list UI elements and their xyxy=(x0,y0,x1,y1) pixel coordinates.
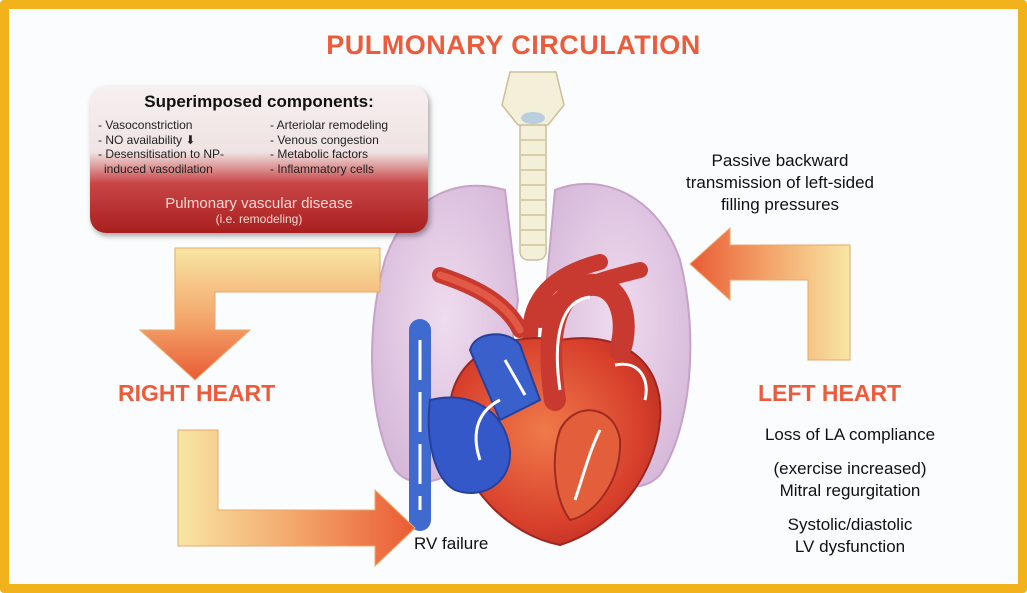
right-heart-label: RIGHT HEART xyxy=(118,380,275,407)
list-item: - Venous congestion xyxy=(270,133,388,148)
arrow-to-right-heart xyxy=(140,248,380,380)
passive-line: transmission of left-sided xyxy=(630,172,930,194)
diagram-title: PULMONARY CIRCULATION xyxy=(0,30,1027,61)
rv-failure-label: RV failure xyxy=(414,533,488,555)
cause-line: (exercise increased) xyxy=(700,458,1000,480)
left-heart-label: LEFT HEART xyxy=(758,380,901,407)
arrow-to-rv-failure xyxy=(178,430,415,566)
cause-line: Loss of LA compliance xyxy=(700,424,1000,446)
list-item: - Inflammatory cells xyxy=(270,162,388,177)
passive-line: filling pressures xyxy=(630,194,930,216)
passive-transmission-text: Passive backward transmission of left-si… xyxy=(630,150,930,216)
disease-label: Pulmonary vascular disease xyxy=(90,196,428,211)
superimposed-components-box: Superimposed components: - Vasoconstrict… xyxy=(90,86,428,233)
list-item: - Vasoconstriction xyxy=(98,118,224,133)
disease-sublabel: (i.e. remodeling) xyxy=(90,212,428,226)
right-component-list: - Arteriolar remodeling - Venous congest… xyxy=(270,118,388,176)
list-item: - Desensitisation to NP- xyxy=(98,147,224,162)
infobox-heading: Superimposed components: xyxy=(90,92,428,112)
cause-line: Mitral regurgitation xyxy=(700,480,1000,502)
list-item: - Arteriolar remodeling xyxy=(270,118,388,133)
cause-line: LV dysfunction xyxy=(700,536,1000,558)
list-item: - NO availability ⬇ xyxy=(98,133,224,148)
arrow-from-left-heart xyxy=(690,228,850,360)
cause-line: Systolic/diastolic xyxy=(700,514,1000,536)
list-item: - Metabolic factors xyxy=(270,147,388,162)
left-heart-causes: Loss of LA compliance (exercise increase… xyxy=(700,424,1000,558)
passive-line: Passive backward xyxy=(630,150,930,172)
list-item: induced vasodilation xyxy=(98,162,224,177)
left-component-list: - Vasoconstriction - NO availability ⬇ -… xyxy=(98,118,224,176)
